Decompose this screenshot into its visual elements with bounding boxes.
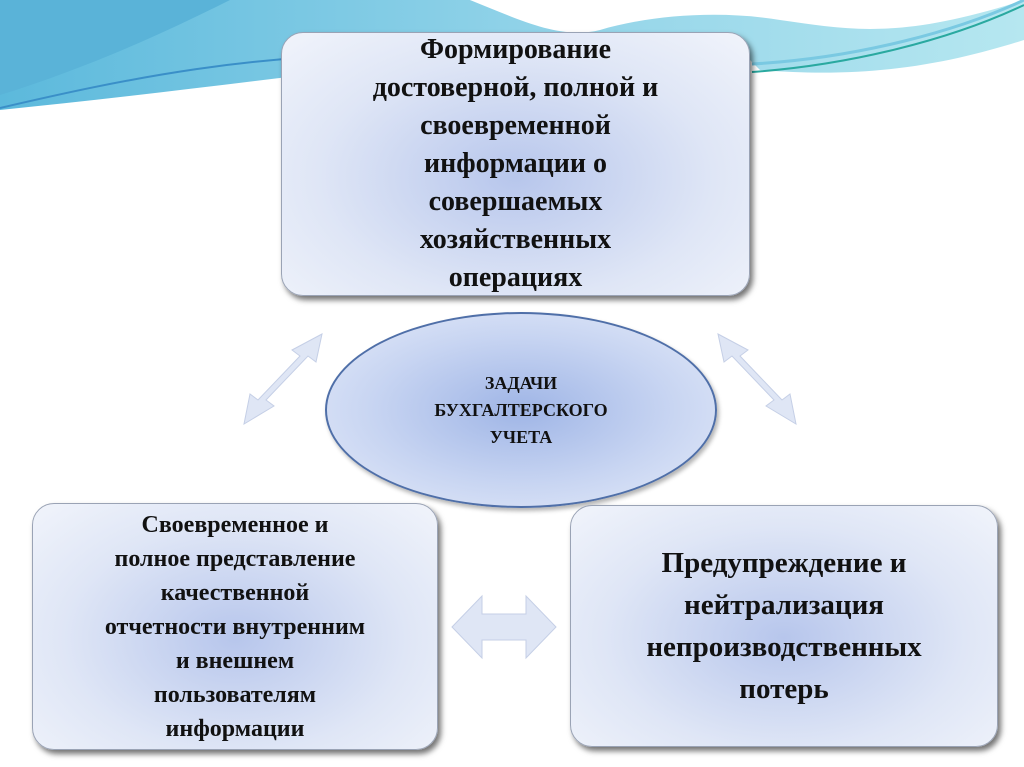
- text-line: совершаемых: [428, 186, 603, 217]
- text-line: ЗАДАЧИ: [484, 372, 558, 393]
- double-arrow-left-icon: [243, 333, 323, 426]
- text-line: пользователям: [153, 681, 317, 708]
- text-line: Формирование: [419, 34, 612, 65]
- text-line: хозяйственных: [419, 224, 612, 255]
- text-line: нейтрализация: [683, 589, 884, 621]
- text-line: качественной: [160, 579, 310, 606]
- task-box-information: Формирование достоверной, полной и своев…: [281, 32, 750, 296]
- text-line: операциях: [448, 262, 583, 293]
- text-line: отчетности внутренним: [104, 613, 366, 640]
- text-line: информации о: [423, 148, 608, 179]
- text-line: непроизводственных: [646, 631, 922, 663]
- text-line: БУХГАЛТЕРСКОГО: [434, 399, 608, 420]
- double-arrow-right-icon: [717, 333, 797, 426]
- text-line: Своевременное и: [141, 511, 329, 538]
- task-box-loss-prevention: Предупреждение и нейтрализация непроизво…: [570, 505, 998, 747]
- text-line: достоверной, полной и: [372, 72, 659, 103]
- text-line: и внешнем: [175, 647, 295, 674]
- text-line: своевременной: [420, 110, 611, 141]
- task-box-reporting: Своевременное и полное представление кач…: [32, 503, 438, 750]
- center-ellipse-title: ЗАДАЧИ БУХГАЛТЕРСКОГО УЧЕТА: [325, 312, 717, 508]
- double-arrow-horizontal-icon: [451, 594, 557, 660]
- text-line: полное представление: [114, 545, 356, 572]
- text-line: информации: [165, 715, 305, 742]
- text-line: УЧЕТА: [489, 426, 553, 447]
- text-line: потерь: [739, 673, 829, 705]
- text-line: Предупреждение и: [661, 547, 907, 579]
